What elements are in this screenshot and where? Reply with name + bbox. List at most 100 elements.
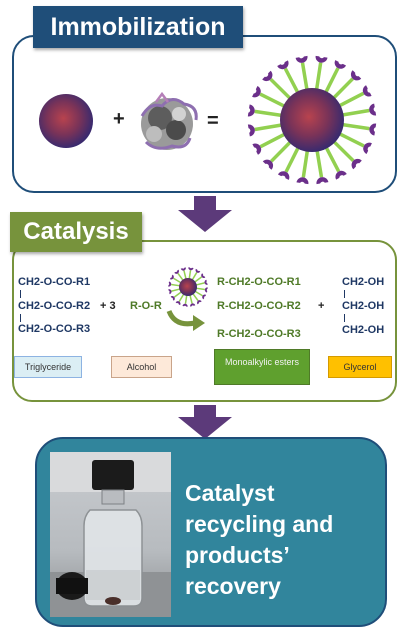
enzyme-icon <box>190 303 196 307</box>
enzyme-icon <box>201 273 206 278</box>
enzyme-icon <box>170 296 175 301</box>
linker-spoke <box>331 77 354 100</box>
linker-spoke <box>300 62 309 91</box>
linker-spoke <box>332 139 355 162</box>
linker-spoke <box>171 283 181 287</box>
functionalized-nanoparticle-icon <box>247 55 377 185</box>
linker-spoke <box>259 132 287 149</box>
enzyme-icon <box>315 55 328 63</box>
nanoparticle-icon <box>39 94 93 148</box>
linker-spoke <box>194 290 203 297</box>
recycling-line-1: Catalyst <box>185 480 275 506</box>
linker-spoke <box>284 146 301 173</box>
enzyme-icon <box>175 301 181 306</box>
enzyme-icon <box>316 177 329 185</box>
linker-spoke <box>184 294 188 304</box>
enzyme-icon <box>296 177 309 185</box>
linker-spoke <box>341 122 370 131</box>
linker-spoke <box>195 287 205 291</box>
enzyme-icon <box>168 289 172 295</box>
linker-spoke <box>191 272 198 281</box>
linker-spoke <box>195 282 205 286</box>
enzyme-icon <box>204 279 208 285</box>
enzyme-icon <box>169 274 174 280</box>
bond-line <box>20 290 21 298</box>
enzyme-icon <box>182 303 188 307</box>
enzyme-icon <box>204 287 208 293</box>
recycling-line-2: recycling and <box>185 511 334 537</box>
triglyceride-line-1: CH2-O-CO-R1 <box>18 276 91 288</box>
recycling-line-3: products’ <box>185 542 290 568</box>
recycling-text: Catalyst recycling and products’ recover… <box>185 478 385 602</box>
linker-spoke <box>177 272 184 282</box>
monoalkylic-esters-label: Monoalkylic esters <box>214 349 310 385</box>
enzyme-icon <box>369 103 377 116</box>
enzyme-icon <box>334 60 347 69</box>
bond-line <box>344 314 345 322</box>
linker-spoke <box>259 92 286 109</box>
vial-photo <box>50 452 171 617</box>
linker-spoke <box>301 149 310 178</box>
linker-spoke <box>189 294 193 304</box>
down-arrow-icon <box>178 196 232 232</box>
enzyme-icon <box>262 70 273 81</box>
ester-line-1: R-CH2-O-CO-R1 <box>217 276 301 288</box>
enzyme-icon <box>295 55 308 63</box>
enzyme-icon <box>252 85 261 98</box>
linker-spoke <box>314 62 323 91</box>
enzyme-icon <box>363 142 372 155</box>
immobilization-title: Immobilization <box>33 6 243 48</box>
enzyme-icon <box>262 159 273 170</box>
linker-spoke <box>324 145 341 173</box>
linker-spoke <box>192 292 199 302</box>
alcohol-coefficient: + 3 <box>100 300 116 312</box>
linker-spoke <box>173 291 183 298</box>
enzyme-icon <box>277 60 289 70</box>
linker-spoke <box>341 108 370 117</box>
enzyme-icon <box>247 104 255 117</box>
linker-spoke <box>270 140 293 163</box>
enzyme-icon <box>369 123 377 136</box>
bond-line <box>344 290 345 298</box>
linker-spoke <box>338 131 365 148</box>
linker-spoke <box>178 293 185 302</box>
enzyme-icon <box>202 294 207 300</box>
enzyme-icon <box>180 267 186 271</box>
enzyme-icon <box>351 70 362 81</box>
plus-sign: + <box>113 108 125 130</box>
enzyme-icon <box>252 143 262 155</box>
linker-spoke <box>269 78 292 101</box>
plus-sign-products: + <box>318 300 325 312</box>
linker-spoke <box>337 91 365 108</box>
enzyme-icon <box>247 124 255 137</box>
triglyceride-label: Triglyceride <box>14 356 82 378</box>
enzyme-icon <box>168 281 172 287</box>
enzyme-icon <box>188 267 194 271</box>
linker-spoke <box>193 276 203 283</box>
alcohol-formula: R-O-R <box>130 300 162 312</box>
down-arrow-icon <box>178 405 232 439</box>
enzyme-icon <box>362 85 372 97</box>
linker-spoke <box>183 270 187 280</box>
linker-spoke <box>173 277 182 284</box>
enzyme-icon <box>351 159 362 170</box>
catalyst-particle-icon <box>166 267 208 331</box>
linker-spoke <box>315 149 324 178</box>
enzyme-icon <box>335 170 347 180</box>
enzyme-icon <box>174 269 179 274</box>
recycling-line-4: recovery <box>185 573 281 599</box>
ester-line-3: R-CH2-O-CO-R3 <box>217 328 301 340</box>
enzyme-structure-icon <box>140 91 198 150</box>
glycerol-line-2: CH2-OH <box>342 300 385 312</box>
enzyme-icon <box>197 300 202 305</box>
glycerol-line-3: CH2-OH <box>342 324 385 336</box>
equals-sign: = <box>207 110 219 132</box>
bond-line <box>20 314 21 322</box>
ester-line-2: R-CH2-O-CO-R2 <box>217 300 301 312</box>
linker-spoke <box>254 109 283 118</box>
triglyceride-line-2: CH2-O-CO-R2 <box>18 300 91 312</box>
linker-spoke <box>283 67 300 95</box>
catalysis-title: Catalysis <box>10 212 142 252</box>
enzyme-icon <box>195 268 201 273</box>
glycerol-line-1: CH2-OH <box>342 276 385 288</box>
